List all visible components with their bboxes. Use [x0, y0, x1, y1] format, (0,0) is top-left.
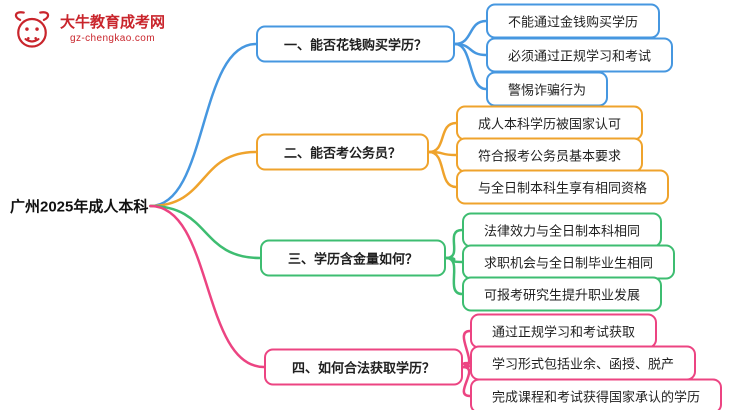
leaf-node: 与全日制本科生享有相同资格 [456, 169, 670, 205]
site-logo: 大牛教育成考网 gz-chengkao.com [10, 8, 165, 52]
leaf-node: 成人本科学历被国家认可 [456, 105, 644, 141]
leaf-node: 警惕诈骗行为 [486, 71, 609, 107]
leaf-node: 法律效力与全日制本科相同 [462, 212, 663, 248]
leaf-node: 完成课程和考试获得国家承认的学历 [470, 378, 723, 410]
branch-node-buy-degree: 一、能否花钱购买学历？ [256, 25, 456, 63]
leaf-node: 求职机会与全日制毕业生相同 [462, 244, 676, 280]
leaf-node: 学习形式包括业余、函授、脱产 [470, 345, 697, 381]
branch-node-civil-service: 二、能否考公务员？ [256, 133, 430, 171]
leaf-node: 符合报考公务员基本要求 [456, 137, 644, 173]
logo-title: 大牛教育成考网 [60, 14, 166, 32]
leaf-node: 不能通过金钱购买学历 [486, 3, 661, 39]
leaf-node: 必须通过正规学习和考试 [486, 37, 674, 73]
root-node: 广州2025年成人本科 [10, 198, 149, 216]
logo-text: 大牛教育成考网 gz-chengkao.com [60, 14, 165, 45]
logo-subtitle: gz-chengkao.com [70, 33, 155, 45]
branch-node-legal-obtain: 四、如何合法获取学历？ [264, 348, 464, 386]
branch-node-degree-value: 三、学历含金量如何？ [260, 239, 447, 277]
bull-logo-icon [14, 11, 50, 48]
leaf-node: 可报考研究生提升职业发展 [462, 276, 663, 312]
leaf-node: 通过正规学习和考试获取 [470, 313, 658, 349]
